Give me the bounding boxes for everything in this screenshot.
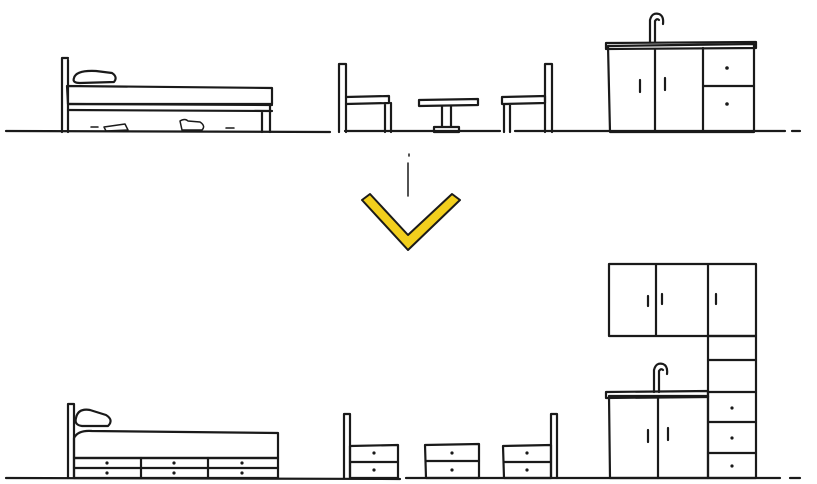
after-nightstand-center (425, 444, 479, 478)
bed-frame-rails (68, 104, 272, 132)
arrow-shaft (408, 154, 409, 196)
transformation-arrow (362, 154, 460, 250)
after-wall-cabinets (609, 264, 756, 336)
after-drawer-tower (708, 336, 756, 478)
arrow-chevron (362, 194, 460, 250)
bed-mattress (67, 86, 272, 104)
after-nightstand-chair-right (503, 414, 557, 478)
cabinet-body (608, 44, 754, 132)
before-chair-right (502, 64, 552, 132)
before-scene (6, 14, 800, 132)
storage-bed-pillow (76, 410, 111, 426)
after-storage-bed (68, 404, 278, 478)
after-kitchen-cabinet (606, 364, 708, 478)
bed-under-item (104, 124, 128, 131)
storage-bed-mattress (74, 431, 278, 458)
bed-pillow (74, 71, 116, 83)
faucet (650, 14, 663, 42)
before-bed (62, 58, 272, 132)
after-faucet (654, 364, 667, 392)
after-scene (6, 264, 800, 479)
before-kitchen-cabinet (606, 14, 756, 132)
bed-under-shoe (180, 120, 204, 131)
bed-under-mark (91, 127, 234, 128)
bed-headboard-post (62, 58, 68, 132)
before-table (419, 99, 478, 132)
before-chair-left (339, 64, 391, 132)
after-nightstand-chair-left (344, 414, 398, 478)
